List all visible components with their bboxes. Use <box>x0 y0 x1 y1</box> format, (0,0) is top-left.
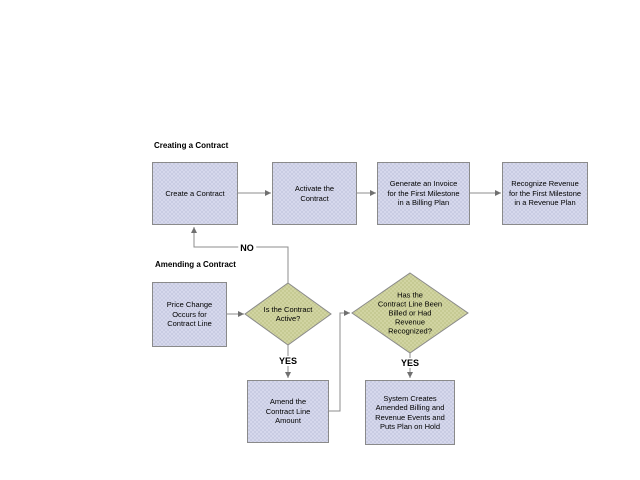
decision-billed-or-revenue-label: Has the Contract Line Been Billed or Had… <box>377 290 443 336</box>
node-recognize-revenue: Recognize Revenue for the First Mileston… <box>502 162 588 225</box>
node-system-creates: System Creates Amended Billing and Reven… <box>365 380 455 445</box>
edge-label-yes-system: YES <box>398 358 422 368</box>
section-header-amending: Amending a Contract <box>155 260 236 269</box>
node-create-contract-label: Create a Contract <box>165 188 225 198</box>
node-generate-invoice: Generate an Invoice for the First Milest… <box>377 162 470 225</box>
node-price-change-label: Price Change Occurs for Contract Line <box>166 300 213 329</box>
node-price-change: Price Change Occurs for Contract Line <box>152 282 227 347</box>
decision-is-contract-active-label: Is the Contract Active? <box>263 305 313 323</box>
edge-no-to-create <box>191 227 289 283</box>
section-header-creating: Creating a Contract <box>154 141 229 150</box>
node-create-contract: Create a Contract <box>152 162 238 225</box>
node-system-creates-label: System Creates Amended Billing and Reven… <box>375 393 445 432</box>
node-recognize-revenue-label: Recognize Revenue for the First Mileston… <box>508 179 582 208</box>
node-activate-contract-label: Activate the Contract <box>294 184 335 203</box>
edge-label-no: NO <box>238 243 256 253</box>
node-activate-contract: Activate the Contract <box>272 162 357 225</box>
edge-label-yes-amend: YES <box>276 356 300 366</box>
node-generate-invoice-label: Generate an Invoice for the First Milest… <box>387 179 460 208</box>
edge-amend-to-decision2 <box>329 310 350 412</box>
node-amend-contract-line: Amend the Contract Line Amount <box>247 380 329 443</box>
node-amend-contract-line-label: Amend the Contract Line Amount <box>265 397 311 426</box>
